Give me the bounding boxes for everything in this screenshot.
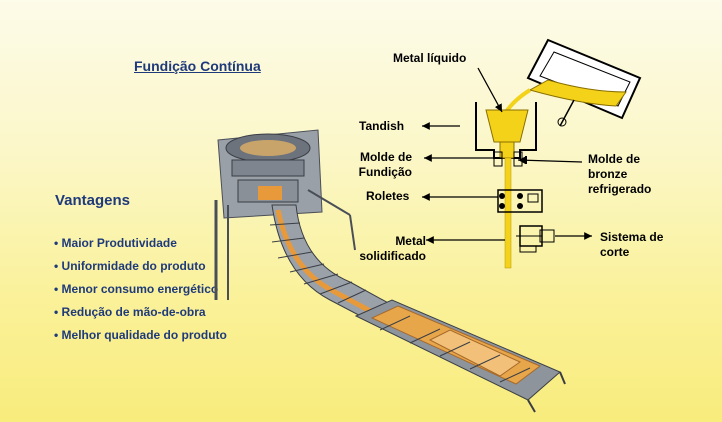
runout-table <box>354 299 566 413</box>
curved-strand <box>269 204 393 323</box>
label-metal-solidificado: Metal solidificado <box>346 234 426 264</box>
label-molde-bronze-line2: bronze <box>588 167 628 181</box>
advantages-heading: Vantagens <box>55 192 131 209</box>
label-molde-fundicao-line2: Fundição <box>358 165 412 179</box>
page-title: Fundição Contínua <box>134 58 261 74</box>
label-molde-fundicao: Molde de Fundição <box>352 150 412 180</box>
label-metal-solidificado-line2: solidificado <box>359 249 426 263</box>
advantage-item: Menor consumo energético <box>54 279 227 302</box>
label-molde-bronze-line3: refrigerado <box>588 182 652 196</box>
label-metal-liquido: Metal líquido <box>393 51 467 65</box>
advantage-item: Redução de mão-de-obra <box>54 302 227 325</box>
label-molde-fundicao-line1: Molde de <box>359 150 412 164</box>
cutting-system-schematic <box>516 225 555 253</box>
label-sistema-corte-line1: Sistema de <box>600 230 664 244</box>
label-molde-bronze-line1: Molde de <box>588 152 641 166</box>
tandish-schematic <box>475 102 537 159</box>
strand-schematic <box>504 157 512 269</box>
label-sistema-corte: Sistema de corte <box>600 230 663 260</box>
label-tandish: Tandish <box>359 119 405 133</box>
ladle-schematic <box>504 38 642 127</box>
label-metal-solidificado-line1: Metal <box>395 234 426 248</box>
label-roletes: Roletes <box>366 189 410 203</box>
label-arrows <box>422 67 592 244</box>
advantage-item: Maior Produtividade <box>54 233 227 256</box>
label-sistema-corte-line2: corte <box>600 245 630 259</box>
advantage-item: Melhor qualidade do produto <box>54 325 227 348</box>
rollers-schematic <box>497 189 543 213</box>
label-molde-bronze: Molde de bronze refrigerado <box>588 152 651 197</box>
advantages-list: Maior Produtividade Uniformidade do prod… <box>54 233 227 348</box>
ladle-tower <box>214 129 356 300</box>
advantage-item: Uniformidade do produto <box>54 256 227 279</box>
